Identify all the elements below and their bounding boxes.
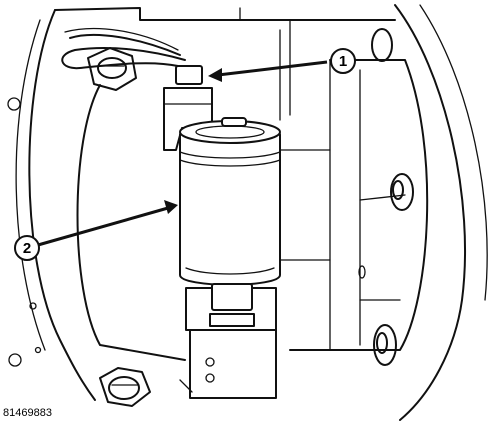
upper-bolt	[87, 47, 137, 91]
engine-housing	[7, 4, 488, 421]
callout-1: 1	[208, 48, 356, 82]
lower-bolt	[99, 367, 151, 407]
callout-1-circle	[330, 48, 356, 74]
figure-number: 81469883	[3, 407, 52, 419]
mounting-bracket	[179, 283, 277, 399]
callout-2: 2	[14, 200, 178, 261]
callout-2-label: 2	[23, 240, 31, 257]
callout-1-label: 1	[339, 53, 347, 70]
callout-2-circle	[14, 235, 40, 261]
wire-harness	[61, 27, 186, 70]
pump-motor	[179, 117, 281, 286]
